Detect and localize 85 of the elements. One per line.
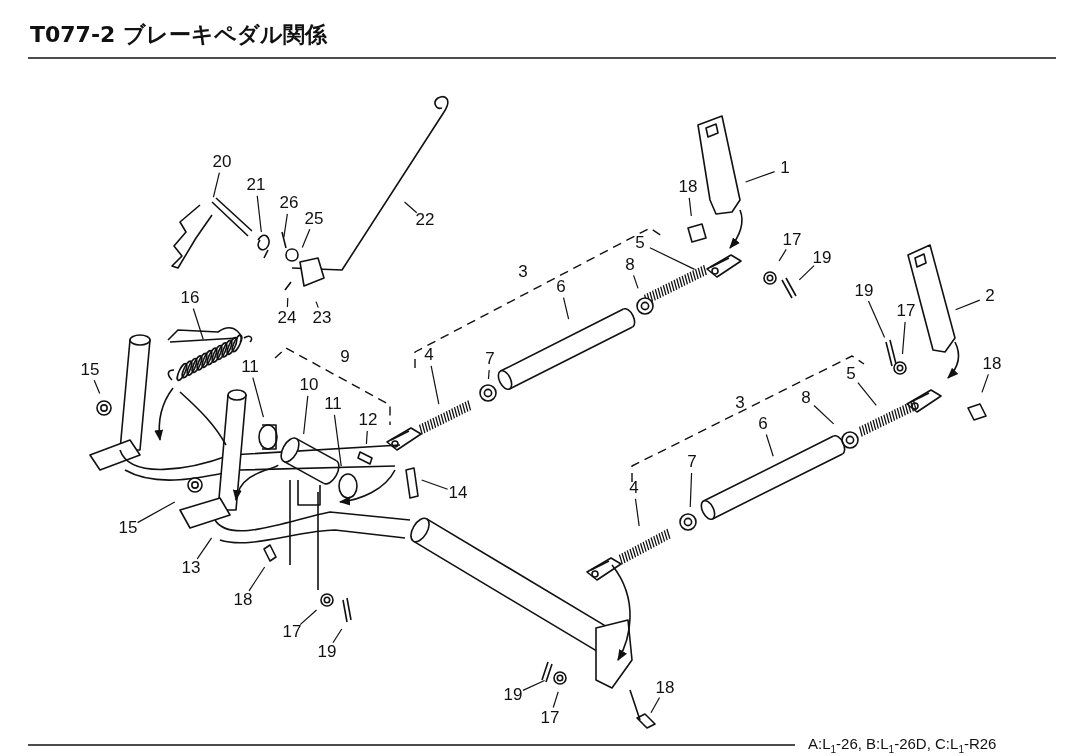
callout-number: 17 — [896, 302, 916, 320]
leader-line — [403, 201, 418, 214]
callout-number: 19 — [317, 643, 337, 661]
callout-number: 1 — [780, 159, 790, 177]
callout-number: 11 — [241, 358, 259, 376]
leader-line — [286, 297, 289, 308]
callout-number: 25 — [304, 210, 324, 228]
callout-number: 23 — [312, 309, 332, 327]
leader-line — [765, 433, 774, 457]
leader-line — [252, 377, 265, 418]
leader-line — [487, 369, 490, 380]
leader-line — [333, 414, 342, 467]
callout-number: 6 — [556, 278, 566, 296]
callout-number: 14 — [448, 484, 468, 502]
leader-line — [522, 679, 546, 691]
callout-number: 3 — [735, 394, 745, 412]
callout-number: 13 — [181, 559, 201, 577]
leader-line — [813, 404, 835, 425]
leader-line — [798, 265, 815, 281]
callout-number: 18 — [233, 591, 253, 609]
callout-number: 19 — [854, 282, 874, 300]
callout-number: 16 — [180, 289, 200, 307]
callout-number: 18 — [678, 178, 698, 196]
callout-number: 18 — [982, 355, 1002, 373]
title: T077-2 ブレーキペダル関係 — [30, 21, 328, 49]
leader-line — [901, 321, 906, 355]
callout-number: 19 — [503, 686, 523, 704]
leader-line — [283, 213, 288, 238]
callout-number: 15 — [80, 361, 100, 379]
leader-line — [981, 373, 989, 393]
leader-line — [634, 498, 640, 527]
leader-line — [212, 172, 220, 198]
callout-number: 21 — [246, 176, 266, 194]
callout-number: 5 — [635, 234, 645, 252]
leader-line — [421, 479, 449, 490]
callout-number: 7 — [687, 453, 697, 471]
leader-line — [857, 381, 877, 406]
leader-line — [745, 171, 776, 183]
callout-number: 18 — [655, 679, 675, 697]
callout-number: 8 — [625, 256, 635, 274]
callout-number: 4 — [629, 479, 639, 497]
leader-line — [299, 609, 318, 626]
callout-number: 20 — [212, 153, 232, 171]
leader-line — [303, 395, 309, 435]
callout-number: 7 — [485, 350, 495, 368]
callout-number: 12 — [358, 411, 378, 429]
callout-number: 3 — [518, 263, 528, 281]
leader-line — [689, 472, 693, 508]
callout-number: 17 — [540, 709, 560, 727]
leader-line — [93, 379, 101, 395]
leader-line — [954, 299, 981, 311]
callout-number: 6 — [758, 415, 768, 433]
callout-number: 8 — [801, 389, 811, 407]
callout-number: 26 — [279, 194, 299, 212]
leader-line — [649, 247, 696, 270]
leader-line — [430, 365, 440, 405]
leader-line — [562, 297, 570, 320]
leader-line — [137, 501, 176, 524]
leader-line — [365, 430, 368, 445]
callout-number: 11 — [324, 395, 342, 413]
callout-number: 15 — [118, 519, 138, 537]
leader-line — [248, 566, 266, 592]
leader-line — [867, 300, 886, 339]
leader-line — [633, 274, 639, 289]
leader-line — [196, 537, 213, 560]
callout-number: 9 — [340, 348, 350, 366]
leader-line — [778, 248, 787, 262]
leader-line — [315, 301, 319, 309]
callout-number: 17 — [282, 623, 302, 641]
leader-line — [301, 228, 311, 249]
callout-number: 2 — [985, 287, 995, 305]
callout-number: 19 — [812, 249, 832, 267]
callout-number: 22 — [415, 211, 435, 229]
leader-line — [192, 307, 204, 340]
callout-number: 24 — [277, 309, 297, 327]
leader-line — [552, 691, 559, 709]
callout-number: 17 — [782, 231, 802, 249]
leader-line — [650, 696, 661, 714]
model-caption: A:L$_{1}$-26, B:L$_{1}$-26D, C:L$_{1}$-R26 — [808, 735, 997, 755]
leader-line — [332, 628, 343, 644]
callout-number: 4 — [424, 346, 434, 364]
callout-number: 5 — [846, 365, 856, 383]
leader-line — [688, 197, 692, 217]
callout-number: 10 — [299, 376, 319, 394]
leader-line — [256, 195, 262, 233]
